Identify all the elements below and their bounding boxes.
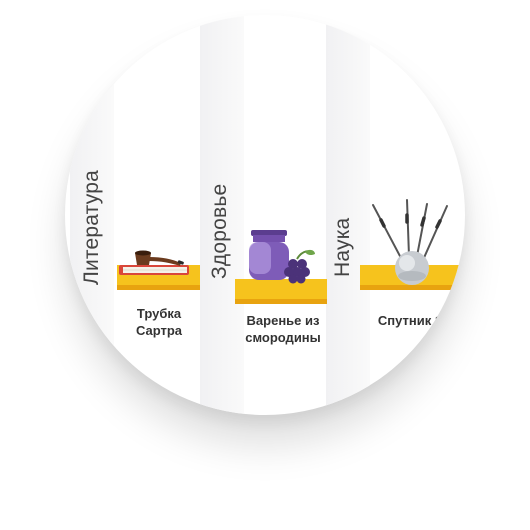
item-caption-jam[interactable]: Варенье из смородины	[245, 313, 321, 345]
category-band-science	[326, 15, 370, 415]
shelf-edge-science	[360, 285, 465, 290]
item-caption-sputnik[interactable]: Спутник 1	[377, 313, 443, 328]
category-label-literature[interactable]: Литература	[80, 170, 103, 285]
category-band-literature	[70, 15, 114, 415]
category-label-science[interactable]: Наука	[331, 217, 354, 277]
shelf-edge-literature	[117, 285, 200, 290]
category-label-health[interactable]: Здоровье	[208, 183, 231, 279]
sputnik-icon[interactable]	[365, 199, 460, 285]
category-carousel: Литература Здоровье Наука	[65, 15, 465, 415]
item-caption-pipe[interactable]: Трубка Сартра	[135, 306, 183, 338]
shelf-edge-health	[235, 299, 327, 304]
pipe-on-book-icon[interactable]	[117, 243, 192, 288]
category-band-health	[200, 15, 244, 415]
jam-jar-icon[interactable]	[245, 228, 320, 284]
shelf-health	[235, 279, 327, 299]
